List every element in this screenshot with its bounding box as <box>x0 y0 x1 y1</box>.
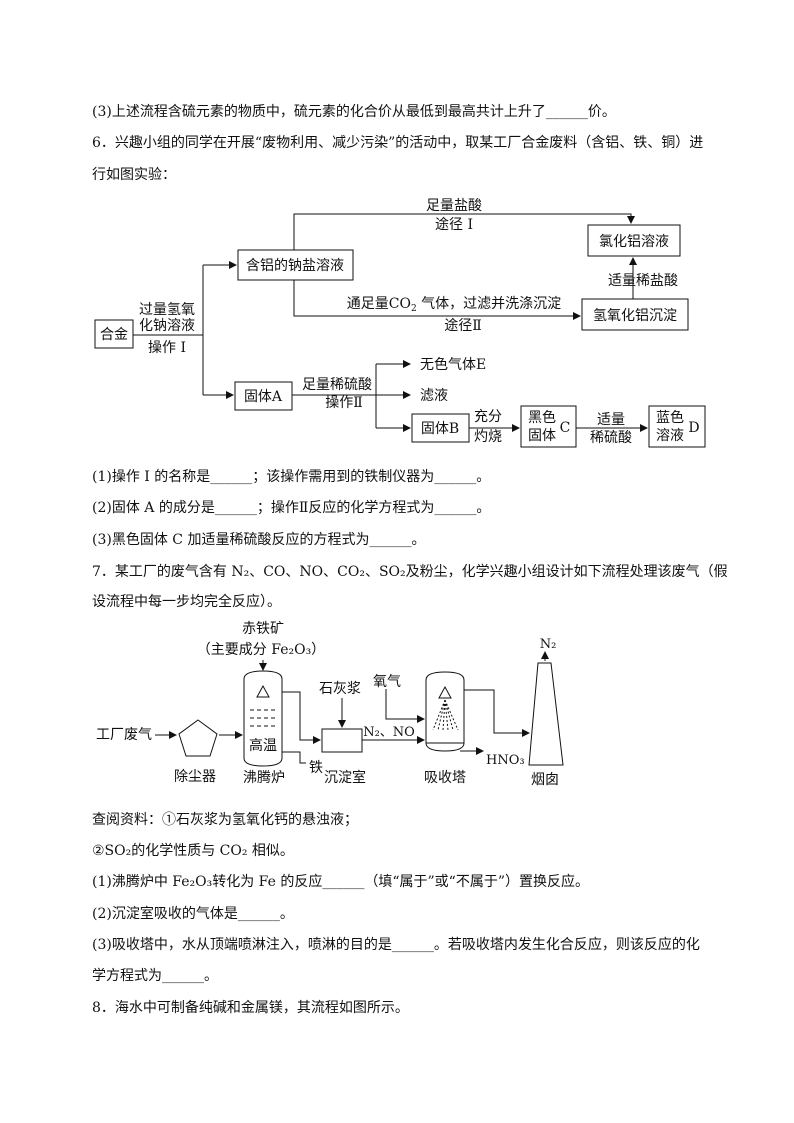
q7-flow-diagram <box>155 651 564 767</box>
blue-solution-d: D <box>688 420 699 436</box>
dust-collector-shape <box>178 719 218 757</box>
dust-collector-label: 除尘器 <box>174 769 216 785</box>
furnace-interior-dashes <box>250 709 276 727</box>
lime-label: 石灰浆 <box>319 681 361 697</box>
waste-gas-label: 工厂废气 <box>96 727 152 743</box>
hematite-label: 赤铁矿 <box>242 621 284 637</box>
q6-intro-line1: 6．兴趣小组的同学在开展“废物利用、减少污染”的活动中，取某工厂合金废料（含铝、… <box>92 135 704 151</box>
black-solid-c: C <box>560 420 571 436</box>
settling-chamber-label: 沉淀室 <box>324 769 366 786</box>
q7-question-3-line1: (3)吸收塔中，水从顶端喷淋注入，喷淋的目的是______。若吸收塔内发生化合反… <box>92 937 700 953</box>
dilute-hcl-label: 适量稀盐酸 <box>608 273 678 289</box>
burn-label-2: 灼烧 <box>474 429 502 445</box>
high-temp-label: 高温 <box>249 737 277 754</box>
aloh3-label: 氢氧化铝沉淀 <box>593 308 677 324</box>
acid-label-1: 适量 <box>597 412 625 428</box>
blue-solution-label-1: 蓝色 <box>656 409 684 426</box>
operation-1-label: 操作 I <box>148 340 186 356</box>
route-1-label: 途径 I <box>435 216 473 233</box>
burn-label-1: 充分 <box>474 409 502 425</box>
naoh-label-1: 过量氢氧 <box>139 302 195 318</box>
blue-solution-label-2: 溶液 <box>656 428 684 444</box>
q7-reference-1: 查阅资料：①石灰浆为氢氧化钙的悬浊液； <box>92 812 358 828</box>
absorber-label: 吸收塔 <box>424 770 466 786</box>
box-alloy <box>94 319 134 349</box>
box-aloh3 <box>581 298 689 331</box>
q5-part3: (3)上述流程含硫元素的物质中，硫元素的化合价从最低到最高共计上升了______… <box>92 104 616 120</box>
q7-intro-line2: 设流程中每一步均完全反应）。 <box>92 594 281 610</box>
box-solid-a <box>234 381 293 411</box>
operation-2-label: 操作Ⅱ <box>325 395 363 411</box>
q7-question-1: (1)沸腾炉中 Fe₂O₃转化为 Fe 的反应______（填“属于”或“不属于… <box>92 874 589 890</box>
q6-question-1: (1)操作 I 的名称是______；该操作需用到的铁制仪器为______。 <box>92 469 491 485</box>
alloy-label: 合金 <box>100 327 128 343</box>
hno3-label: HNO₃ <box>486 753 525 768</box>
hematite-note: （主要成分 Fe₂O₃） <box>197 642 325 658</box>
oxygen-label: 氧气 <box>373 674 401 690</box>
box-alcl3 <box>587 224 681 257</box>
acid-label-2: 稀硫酸 <box>590 430 632 446</box>
h2so4-label: 足量稀硫酸 <box>302 377 372 393</box>
route-2-label: 途径Ⅱ <box>444 317 482 334</box>
box-black-solid <box>520 405 577 448</box>
iron-label: 铁 <box>309 760 323 776</box>
absorber-nozzle <box>438 685 452 699</box>
q7-question-2: (2)沉淀室吸收的气体是______。 <box>92 906 294 922</box>
furnace-label: 沸腾炉 <box>243 769 285 786</box>
box-blue-solution <box>648 405 706 448</box>
solid-a-label: 固体A <box>244 389 283 405</box>
black-solid-label-1: 黑色 <box>528 409 556 426</box>
q8-intro: 8．海水中可制备纯碱和金属镁，其流程如图所示。 <box>92 1000 409 1016</box>
q6-question-3: (3)黑色固体 C 加适量稀硫酸反应的方程式为______。 <box>92 532 426 548</box>
q6-question-2: (2)固体 A 的成分是______；操作Ⅱ反应的化学方程式为______。 <box>92 500 491 516</box>
n2-top-label: N₂ <box>540 637 557 652</box>
box-al-solution <box>237 249 354 281</box>
filtrate-label: 滤液 <box>420 388 448 404</box>
hcl-label: 足量盐酸 <box>426 198 482 214</box>
absorber-spray <box>432 699 459 731</box>
naoh-label-2: 化钠溶液 <box>139 318 195 334</box>
al-solution-label: 含铝的钠盐溶液 <box>246 258 344 274</box>
chimney-label: 烟囱 <box>531 772 559 788</box>
chimney-shape <box>528 662 564 766</box>
solid-b-label: 固体B <box>421 421 459 437</box>
gas-e-label: 无色气体E <box>420 356 486 373</box>
alcl3-label: 氯化铝溶液 <box>599 234 669 250</box>
q7-intro-line1: 7．某工厂的废气含有 N₂、CO、NO、CO₂、SO₂及粉尘，化学兴趣小组设计如… <box>92 564 728 580</box>
furnace-nozzle <box>256 684 270 698</box>
q7-question-3-line2: 学方程式为______。 <box>92 968 218 984</box>
settling-chamber-shape <box>321 728 363 753</box>
black-solid-label-2: 固体 <box>528 428 556 444</box>
q6-intro-line2: 行如图实验： <box>92 167 176 183</box>
n2-no-label: N₂、NO <box>363 725 415 740</box>
co2-label: 通足量CO2 气体，过滤并洗涤沉淀 <box>347 296 561 314</box>
q7-reference-2: ②SO₂的化学性质与 CO₂ 相似。 <box>92 843 294 859</box>
